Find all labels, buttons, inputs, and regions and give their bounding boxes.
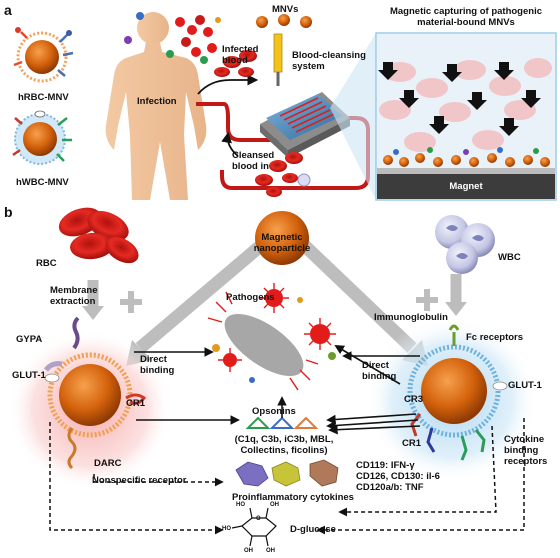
nanoparticle-label: Magnetic nanoparticle: [253, 232, 311, 254]
opsonin-fans: [245, 416, 319, 429]
direct-binding-left-label: Direct binding: [140, 354, 175, 376]
fc-receptors-label: Fc receptors: [466, 332, 524, 343]
cleansed-blood-label: Cleansed blood in: [232, 150, 275, 172]
cr1-left-label: CR1: [126, 398, 146, 409]
opsonins-label: Opsonins: [252, 406, 296, 417]
wbc-cells: [435, 215, 495, 274]
hrbc-nanoparticle: [44, 316, 147, 470]
proinflammatory-label: Proinflammatory cytokines: [232, 492, 354, 503]
binding-arrows: [134, 345, 421, 435]
glucose-atom-5: OH: [244, 548, 253, 554]
glut1-left-label: GLUT-1: [12, 370, 46, 381]
blood-cleansing-label: Blood-cleansing system: [292, 50, 366, 72]
rbc-cells: [58, 207, 139, 264]
opsonin-list: (C1q, C3b, iC3b, MBL, Collectins, ficoli…: [234, 434, 334, 456]
magnet-label: Magnet: [449, 181, 483, 192]
d-glucose-structure: [231, 507, 277, 547]
glucose-atom-4: HO: [222, 526, 231, 532]
dashed-arrows: [49, 418, 525, 535]
d-glucose-label: D-glucose: [290, 524, 336, 535]
human-body: [105, 12, 207, 200]
hwbc-mnv-particle: [12, 110, 72, 165]
cr3-label: CR3: [404, 394, 424, 405]
pathogens-label: Pathogens: [226, 292, 275, 303]
cleansed-blood-cells: [255, 152, 311, 197]
glucose-atom-2: O: [256, 516, 261, 522]
blood-cleansing-chip: [260, 92, 350, 158]
hwbc-mnv-label: hWBC-MNV: [16, 177, 69, 188]
zoom-wedge: [330, 33, 376, 200]
nanoparticle-sphere: [255, 211, 309, 265]
capture-panel: [375, 32, 557, 201]
capture-title: Magnetic capturing of pathogenic materia…: [389, 6, 542, 28]
panel-b-letter: b: [4, 204, 13, 220]
hwbc-nanoparticle: [407, 324, 508, 461]
cytokine-shapes: [235, 459, 339, 487]
infected-blood-cells: [214, 50, 257, 77]
glut1-right-label: GLUT-1: [508, 380, 542, 391]
cd-receptor-list: CD119: IFN-γ CD126, CD130: il-6 CD120a/b…: [356, 460, 440, 493]
pathogen-cloud: [124, 12, 221, 64]
immunoglobulin-label: Immunoglobulin: [374, 312, 448, 323]
infected-blood-label: Infected blood: [222, 44, 259, 66]
glucose-atom-1: HO: [236, 502, 245, 508]
cytokine-receptors-label: Cytokine binding receptors: [504, 434, 548, 467]
infection-label: Infection: [137, 96, 177, 107]
darc-label: DARC: [94, 458, 122, 469]
cr1-right-label: CR1: [402, 438, 422, 449]
hrbc-mnv-particle: [13, 27, 74, 83]
membrane-extraction-label: Membrane extraction: [50, 285, 98, 307]
glucose-atom-6: OH: [266, 548, 275, 554]
gypa-label: GYPA: [16, 334, 43, 345]
direct-binding-right-label: Direct binding: [362, 360, 397, 382]
pathogen-group: [207, 283, 336, 391]
nonspecific-receptor-label: Nonspecific receptor: [92, 475, 187, 486]
panel-a-letter: a: [4, 2, 12, 18]
mnvs-label: MNVs: [272, 4, 299, 15]
rbc-label: RBC: [36, 258, 57, 269]
mnv-injector: [256, 14, 312, 86]
wbc-label: WBC: [498, 252, 521, 263]
hrbc-mnv-label: hRBC-MNV: [18, 92, 69, 103]
glucose-atom-3: OH: [270, 502, 279, 508]
